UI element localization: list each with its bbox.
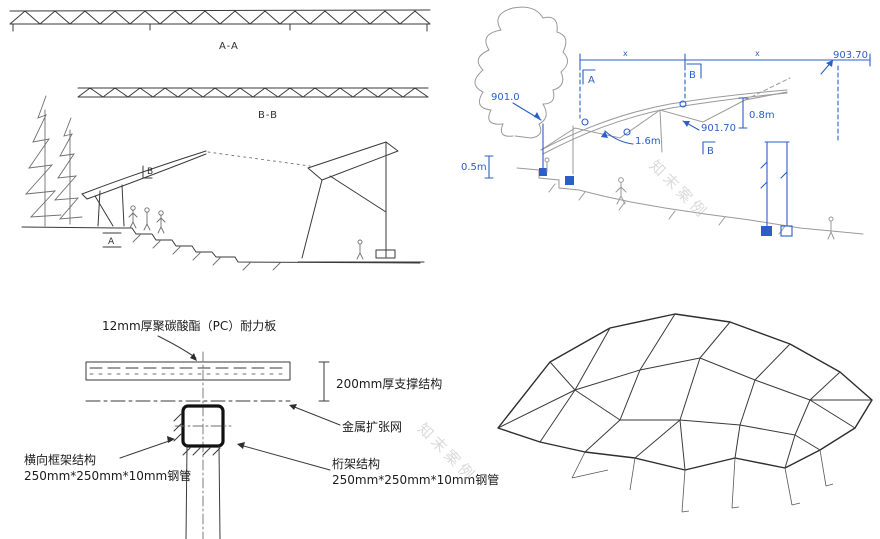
canopy-legs (571, 449, 834, 513)
truss-section-a-drawing (9, 9, 431, 32)
mast-structure-drawing (297, 141, 425, 263)
support-dimension (318, 361, 330, 402)
leader-line-pc-board (157, 335, 197, 359)
pc-board-drawing (85, 361, 291, 381)
construction-detail-drawing: 12mm厚聚碳酸酯（PC）耐力板 200mm厚支撑结构 金属扩张网 横向框架结构 (24, 318, 499, 539)
elevation-value-mid: 901.70 (701, 123, 736, 134)
arrowhead (237, 442, 245, 449)
dimension-annotations: 901.0 0.5m 1.6m 901.70 0.8m 903.70 A B B… (461, 49, 871, 237)
dimension-0-8m: 0.8m (749, 110, 775, 121)
arrowhead (190, 353, 197, 361)
sightline-dotted (207, 151, 311, 167)
pc-board-label: 12mm厚聚碳酸酯（PC）耐力板 (102, 318, 276, 333)
metal-mesh-label: 金属扩张网 (342, 419, 402, 434)
canopy-marker-a: A (108, 237, 115, 247)
leader-line-truss (239, 444, 331, 471)
grid-marker-b2: B (707, 146, 714, 157)
tick-mark-x: x (623, 49, 628, 58)
arrowhead (826, 60, 833, 67)
elevation-value-left: 901.0 (491, 92, 520, 103)
post-base-square (761, 226, 772, 236)
grid-marker-a: A (588, 75, 595, 86)
arrowhead (534, 112, 541, 120)
faceted-canopy-perspective (497, 313, 873, 513)
canopy-facet-lines (497, 313, 872, 471)
truss-structure-spec: 250mm*250mm*10mm钢管 (332, 472, 499, 487)
dimension-1-6m: 1.6m (635, 136, 661, 147)
leader-line-mesh (291, 405, 341, 426)
arrowhead (601, 131, 608, 138)
trees-sketch (24, 95, 83, 227)
arrowhead (683, 121, 690, 127)
support-structure-label: 200mm厚支撑结构 (336, 376, 442, 391)
truss-structure-label: 桁架结构 (332, 456, 380, 471)
steel-tube-section (173, 404, 232, 456)
ground-slope-drawing (21, 226, 421, 271)
people-figures (544, 157, 835, 240)
tick-mark-x: x (755, 49, 760, 58)
truss-section-b-drawing (77, 87, 429, 98)
post-base-square (565, 176, 574, 185)
canopy-outline (497, 313, 873, 471)
canopy-elevation-drawing (81, 150, 207, 248)
section-a-label: A-A (219, 41, 239, 52)
canopy-pencil-drawing (540, 77, 791, 175)
annotated-section-sketch: 901.0 0.5m 1.6m 901.70 0.8m 903.70 A B B… (461, 6, 871, 240)
leader-line-frame (119, 439, 173, 459)
people-figures (128, 205, 166, 234)
grid-marker-b: B (689, 70, 696, 81)
column-lines (185, 445, 221, 539)
post-base-square (539, 168, 547, 176)
elevation-section-sketch: A-A B-B B A (9, 9, 431, 271)
site-steps-drawing (516, 167, 864, 235)
section-b-label: B-B (258, 110, 278, 121)
arrowhead (289, 404, 297, 410)
frame-structure-spec: 250mm*250mm*10mm钢管 (24, 468, 191, 483)
tree-scribble (474, 6, 568, 139)
dimension-0-5m: 0.5m (461, 162, 487, 173)
elevation-value-top: 903.70 (833, 50, 868, 61)
canopy-marker-b: B (147, 167, 153, 177)
frame-structure-label: 横向框架结构 (24, 452, 96, 467)
arrowhead (167, 436, 175, 443)
